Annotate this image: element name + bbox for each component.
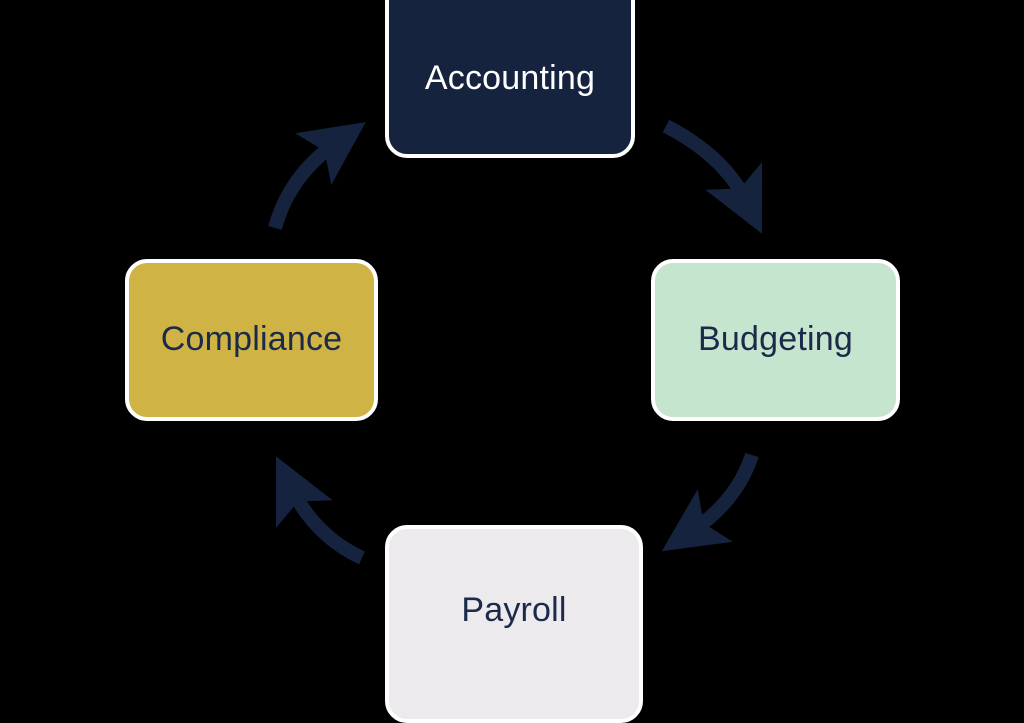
node-compliance[interactable]: Compliance <box>125 259 378 421</box>
connector-payroll-to-compliance <box>275 456 366 565</box>
node-budgeting[interactable]: Budgeting <box>651 259 900 421</box>
node-compliance-label: Compliance <box>160 320 343 359</box>
connector-compliance-to-accounting <box>268 122 366 230</box>
connector-budgeting-to-payroll <box>661 452 759 552</box>
node-accounting[interactable]: Accounting <box>385 0 635 158</box>
connector-layer <box>268 119 763 565</box>
node-payroll[interactable]: Payroll <box>385 525 643 723</box>
node-accounting-label: Accounting <box>424 59 596 98</box>
node-budgeting-label: Budgeting <box>698 320 853 359</box>
connector-accounting-to-budgeting <box>662 119 763 234</box>
node-payroll-label: Payroll <box>461 591 567 630</box>
cycle-diagram-canvas: Accounting Budgeting Payroll Compliance <box>125 0 900 723</box>
